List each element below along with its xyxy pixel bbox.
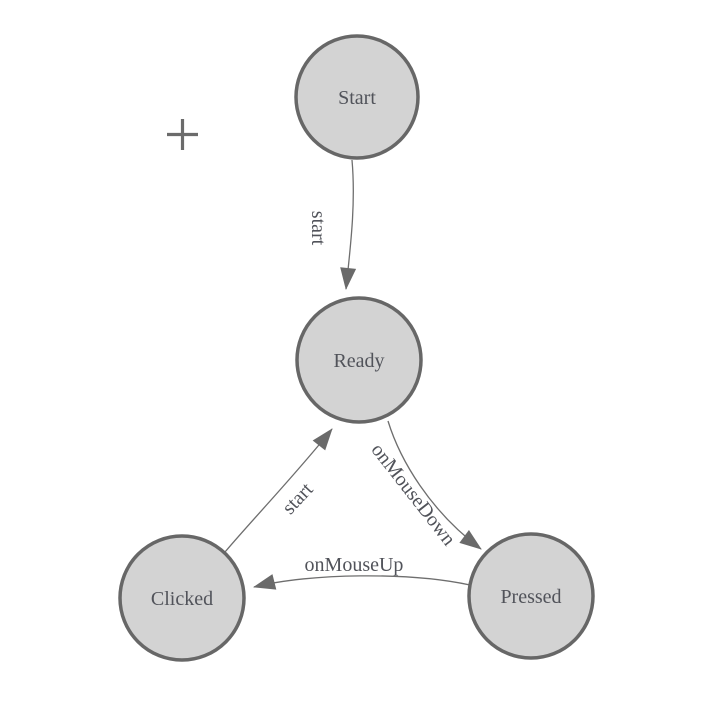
- crosshair-cursor-icon: [167, 119, 198, 150]
- node-ready-label: Ready: [333, 350, 384, 372]
- node-ready-circle[interactable]: [295, 296, 423, 424]
- node-pressed-circle[interactable]: [467, 532, 595, 660]
- node-start-label: Start: [338, 87, 376, 109]
- edge-label-start-to-ready: start: [307, 211, 329, 246]
- node-pressed-label: Pressed: [500, 586, 561, 608]
- edge-label-clicked-to-ready: start: [278, 478, 318, 519]
- node-clicked-label: Clicked: [151, 588, 213, 610]
- edges-layer: [224, 159, 482, 590]
- edge-pressed-to-clicked[interactable]: [253, 574, 471, 590]
- node-ready[interactable]: Ready: [295, 296, 423, 424]
- node-start[interactable]: Start: [294, 34, 420, 160]
- node-clicked-circle[interactable]: [118, 534, 246, 662]
- edge-start-to-ready[interactable]: [340, 159, 357, 290]
- edge-ready-to-pressed[interactable]: [387, 420, 482, 550]
- node-start-circle[interactable]: [294, 34, 420, 160]
- edge-label-pressed-to-clicked: onMouseUp: [305, 554, 404, 576]
- edge-label-ready-to-pressed: onMouseDown: [367, 439, 460, 550]
- node-clicked[interactable]: Clicked: [118, 534, 246, 662]
- node-pressed[interactable]: Pressed: [467, 532, 595, 660]
- edge-clicked-to-ready[interactable]: [224, 428, 333, 553]
